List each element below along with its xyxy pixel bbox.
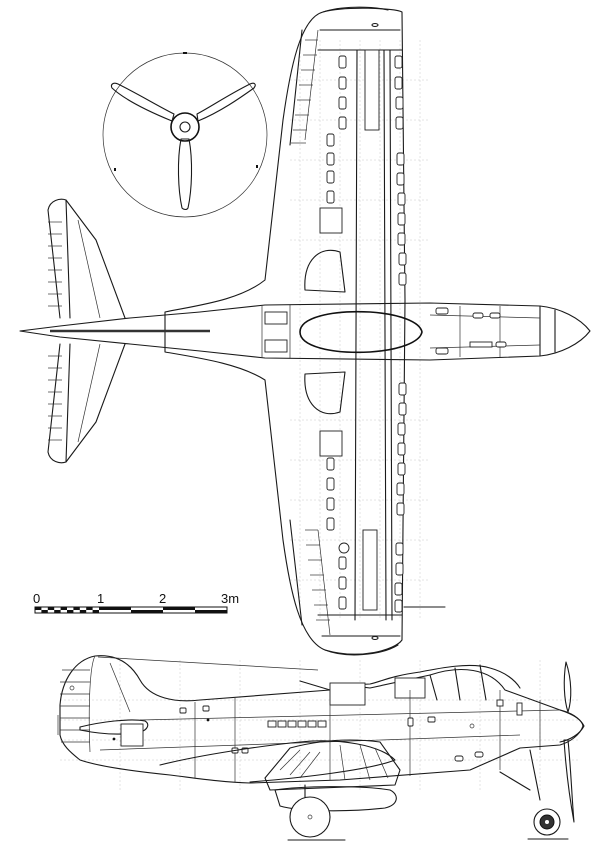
scale-label-3m: 3m <box>221 591 240 606</box>
scale-label-1: 1 <box>97 591 105 606</box>
scale-label-0: 0 <box>33 591 41 606</box>
scale-label-2: 2 <box>159 591 167 606</box>
